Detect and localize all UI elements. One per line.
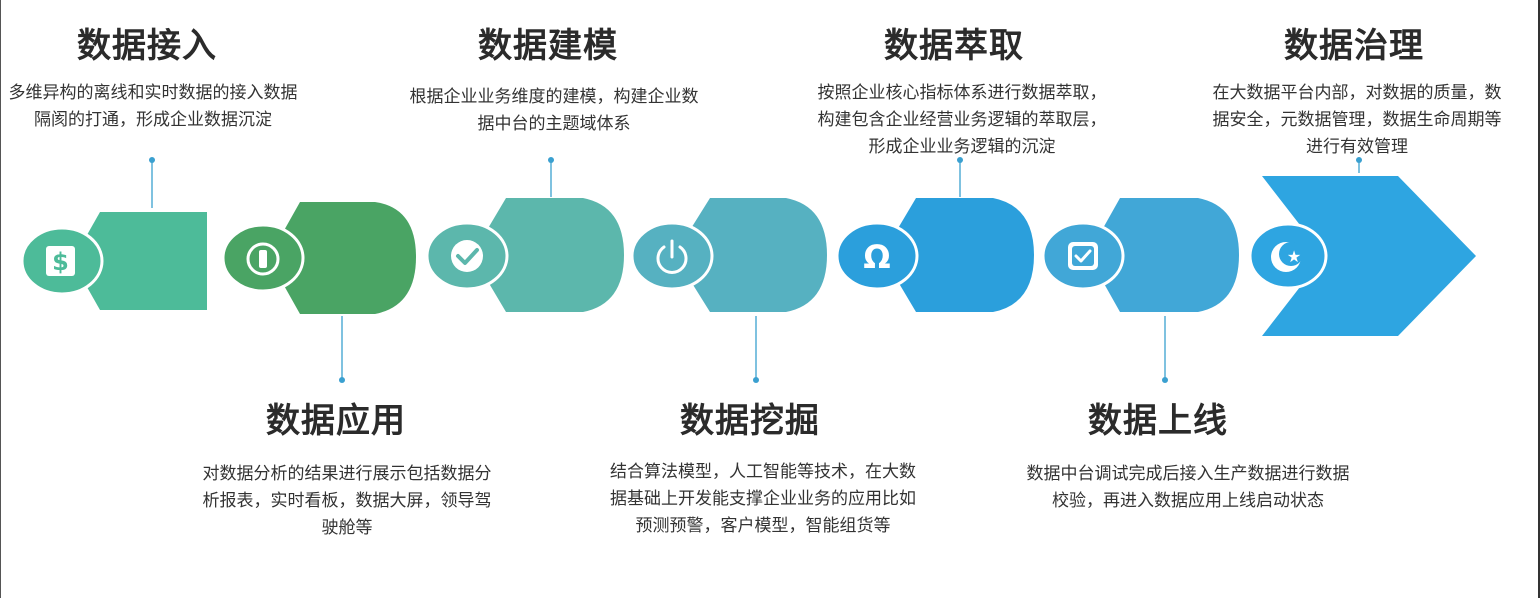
power-icon xyxy=(656,239,688,274)
step-1-desc: 多维异构的离线和实时数据的接入数据隔阂的打通，形成企业数据沉淀 xyxy=(8,83,298,130)
step-3-title: 数据建模 xyxy=(478,26,618,66)
check-icon xyxy=(451,240,483,272)
svg-text:Ω: Ω xyxy=(863,238,890,276)
connector-dot-3 xyxy=(548,157,554,163)
dollar-icon: $ xyxy=(46,246,75,276)
svg-text:★: ★ xyxy=(1287,247,1301,266)
step-6-shape xyxy=(1041,198,1239,312)
step-7-shape: ★ xyxy=(1248,176,1476,336)
star-crescent-icon: ★ xyxy=(1271,242,1303,272)
step-7-desc: 在大数据平台内部，对数据的质量，数据安全，元数据管理，数据生命周期等进行有效管理 xyxy=(1212,83,1502,157)
step-4-shape xyxy=(630,198,827,312)
step-5-desc: 按照企业核心指标体系进行数据萃取，构建包含企业经营业务逻辑的萃取层，形成企业业务… xyxy=(817,83,1107,157)
step-5-title: 数据萃取 xyxy=(884,26,1024,66)
page-left-edge xyxy=(0,0,1,598)
omega-icon: Ω xyxy=(863,238,890,276)
connector-dot-2 xyxy=(339,377,345,383)
step-6-desc: 数据中台调试完成后接入生产数据进行数据校验，再进入数据应用上线启动状态 xyxy=(1026,464,1350,511)
step-1-shape: $ xyxy=(20,212,207,310)
info-icon xyxy=(246,242,280,276)
step-5-shape: Ω xyxy=(835,198,1034,312)
step-2-desc: 对数据分析的结果进行展示包括数据分析报表，实时看板，数据大屏，领导驾驶舱等 xyxy=(202,464,492,538)
connector-dot-5 xyxy=(957,157,963,163)
step-2-title: 数据应用 xyxy=(266,401,406,441)
step-3-shape xyxy=(425,198,624,312)
checkbox-icon xyxy=(1068,242,1098,270)
connector-dot-1 xyxy=(149,157,155,163)
step-4-desc: 结合算法模型，人工智能等技术，在大数据基础上开发能支撑企业业务的应用比如预测预警… xyxy=(610,462,916,536)
step-2-shape xyxy=(221,202,416,314)
connector-dot-4 xyxy=(753,377,759,383)
connectors xyxy=(149,157,1362,383)
step-3-desc: 根据企业业务维度的建模，构建企业数据中台的主题域体系 xyxy=(409,87,699,134)
svg-text:$: $ xyxy=(52,248,69,276)
page-right-edge xyxy=(1538,0,1540,598)
connector-dot-7 xyxy=(1356,157,1362,163)
step-6-title: 数据上线 xyxy=(1088,401,1228,441)
step-1-title: 数据接入 xyxy=(77,26,217,66)
step-7-title: 数据治理 xyxy=(1284,26,1424,66)
connector-dot-6 xyxy=(1162,377,1168,383)
step-4-title: 数据挖掘 xyxy=(680,401,820,441)
